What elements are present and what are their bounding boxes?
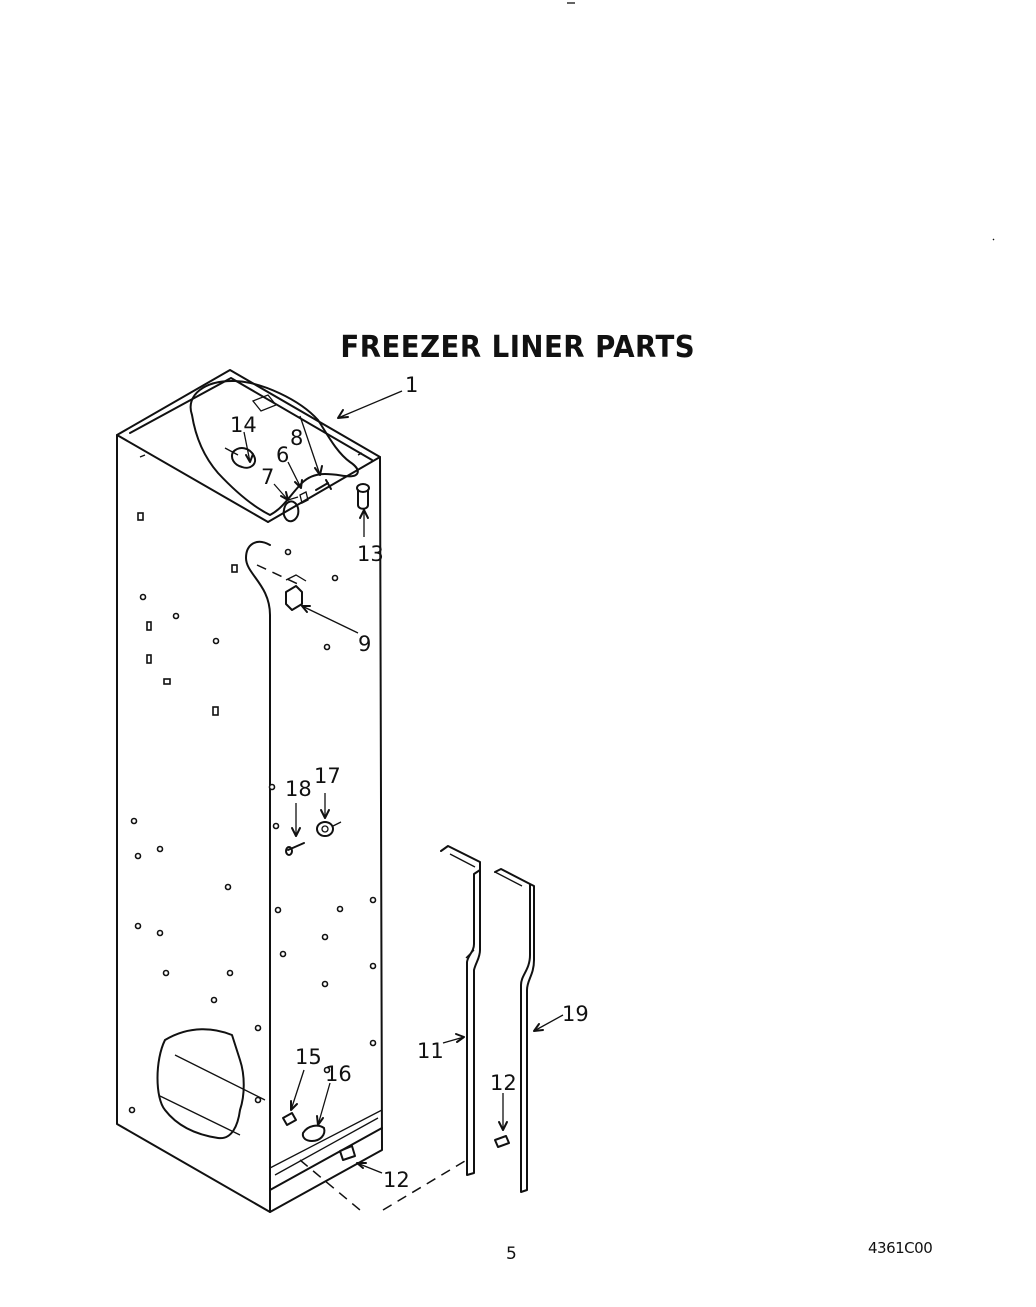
page-number: 5 [506, 1244, 517, 1264]
part-12-screw-b [494, 1135, 510, 1148]
callout-18: 18 [285, 777, 312, 801]
part-8-screw [315, 479, 332, 491]
callout-8: 8 [290, 426, 303, 450]
callout-17: 17 [314, 764, 341, 788]
callout-11: 11 [417, 1039, 444, 1063]
callout-19: 19 [562, 1002, 589, 1026]
freezer-liner [116, 369, 383, 1213]
part-12-screw [299, 1145, 361, 1211]
callout-12: 12 [383, 1168, 410, 1192]
part-11-rail [440, 845, 481, 1176]
callout-13: 13 [357, 542, 384, 566]
callout-12-rail: 12 [490, 1071, 517, 1095]
leader-lines [243, 390, 564, 1174]
diagram-code: 4361C00 [868, 1239, 933, 1257]
part-19-rail [494, 868, 535, 1193]
callout-16: 16 [325, 1062, 352, 1086]
callout-14: 14 [230, 413, 257, 437]
part-9-bracket [256, 564, 307, 611]
callout-1: 1 [405, 373, 418, 397]
part-7-clip [282, 496, 300, 523]
callout-9: 9 [358, 632, 371, 656]
callout-7: 7 [261, 465, 274, 489]
part-15-clip [282, 1112, 297, 1126]
part-18-screw [285, 842, 305, 856]
part-14-bracket [224, 447, 256, 469]
callout-6: 6 [276, 443, 289, 467]
part-17-bumper [316, 821, 342, 837]
diagram-title: FREEZER LINER PARTS [340, 330, 696, 365]
part-13-grommet [356, 483, 370, 510]
part-6-clip [299, 491, 309, 504]
callout-15: 15 [295, 1045, 322, 1069]
part-16-bracket [301, 1124, 326, 1142]
scan-mark [992, 238, 995, 241]
